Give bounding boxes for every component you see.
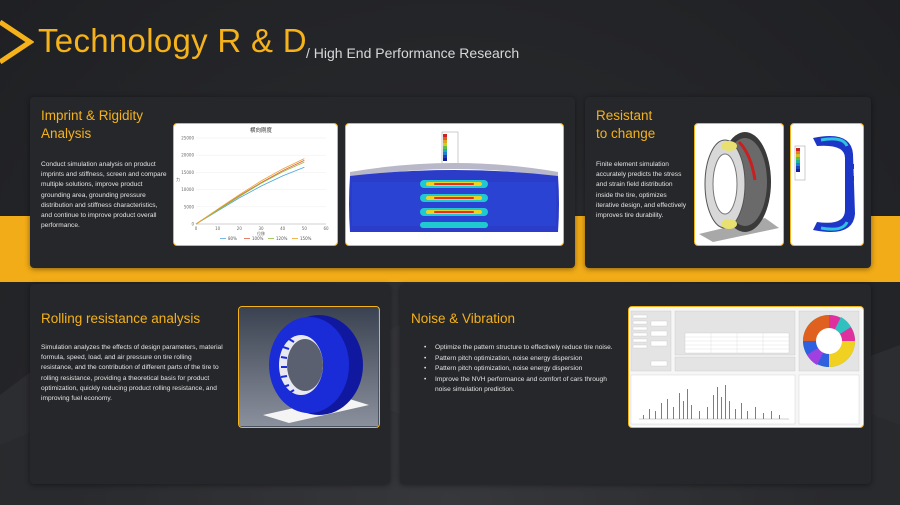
page-title: Technology R & D [38,22,307,59]
series-line [195,158,305,225]
list-item: Improve the NVH performance and comfort … [424,375,624,396]
legend-label: 150% [300,236,312,241]
x-tick-label: 0 [195,226,198,231]
list-item: Pattern pitch optimization, noise energy… [424,354,624,365]
resistant-title: Resistant to change [596,108,656,141]
y-tick-label: 20000 [181,153,194,158]
x-axis-label: 位移 [257,230,265,236]
resistant-text: Finite element simulation accurately pre… [596,161,687,220]
page-subtitle: / High End Performance Research [306,45,520,61]
y-tick-label: 25000 [181,136,194,141]
x-tick-label: 30 [258,226,264,231]
y-tick-label: 5000 [184,204,195,209]
series-line [195,161,305,225]
x-tick-label: 20 [237,226,243,231]
play-triangle-icon [0,20,34,64]
list-item: Optimize the pattern structure to effect… [424,343,624,354]
noise-title: Noise & Vibration [411,311,516,326]
rolling-text: Simulation analyzes the effects of desig… [41,344,223,403]
imprint-text: Conduct simulation analysis on product i… [41,161,167,230]
tire-cross-section-image [694,123,784,246]
rolling-tire-simulation-image [238,306,380,428]
noise-software-screenshot [628,306,864,428]
tire-stress-profile-image [790,123,864,246]
list-item: Pattern pitch optimization, noise energy… [424,364,624,375]
chart-title: 横向刚度 [250,126,273,134]
imprint-title: Imprint & Rigidity Analysis [41,108,144,141]
x-tick-label: 40 [280,226,286,231]
noise-bullet-list: Optimize the pattern structure to effect… [424,343,624,396]
stiffness-chart: 横向刚度 0 5000 10000 15000 20000 25000 0 10 20 30 40 50… [173,123,338,246]
legend-label: 80% [228,236,237,241]
y-tick-label: 10000 [181,187,194,192]
x-tick-label: 60 [323,226,329,231]
legend-label: 100% [252,236,264,241]
y-axis-label: 力 [176,176,180,182]
legend-label: 120% [276,236,288,241]
x-tick-label: 50 [302,226,308,231]
y-tick-label: 15000 [181,170,194,175]
rolling-title: Rolling resistance analysis [41,311,201,326]
x-tick-label: 10 [215,226,221,231]
series-line [195,166,305,225]
footprint-simulation-image [345,123,564,246]
y-tick-label: 0 [191,222,194,227]
